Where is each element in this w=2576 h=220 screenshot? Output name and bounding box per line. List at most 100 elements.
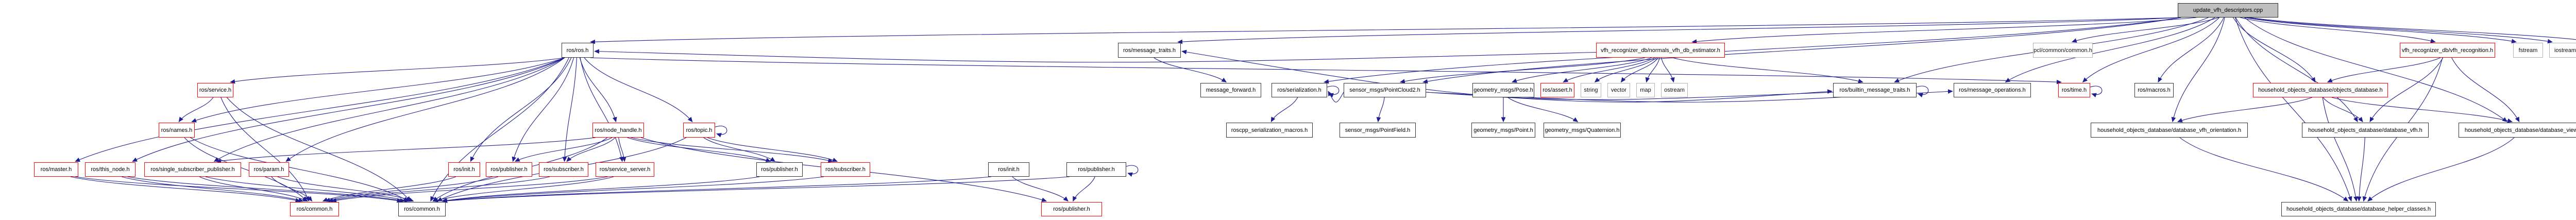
graph-node-pub_r2[interactable]: ros/publisher.h	[1041, 202, 1102, 216]
edge-vfh_recog-db_vfh	[2369, 57, 2444, 123]
graph-node-vector: vector	[1607, 83, 1630, 97]
edge-root-serialization	[1324, 17, 2181, 84]
graph-node-msg_forward[interactable]: message_forward.h	[1200, 83, 1261, 97]
graph-node-srv_server[interactable]: ros/service_server.h	[596, 162, 654, 177]
edge-ros_h-srv_server	[580, 57, 624, 162]
graph-node-vfh_recog[interactable]: vfh_recognizer_db/vfh_recognition.h	[2400, 43, 2495, 58]
edge-names-common_r	[184, 137, 308, 202]
graph-node-assert_h[interactable]: ros/assert.h	[1540, 83, 1574, 97]
edge-ros_h-topic	[584, 57, 693, 123]
graph-node-common_r[interactable]: ros/common.h	[290, 202, 339, 216]
graph-node-map: map	[1636, 83, 1655, 97]
edge-ros_h-pub_r1	[512, 57, 574, 162]
edge-srv_server-common_b	[433, 176, 614, 202]
edge-normals-ros_h	[594, 49, 1597, 63]
edge-normals-string	[1594, 57, 1657, 83]
edge-node_handle-ssp	[216, 137, 596, 163]
edge-root-objects_db	[2233, 17, 2316, 83]
edge-ros_h-service	[230, 57, 565, 84]
graph-node-init_r[interactable]: ros/init.h	[448, 162, 480, 177]
graph-node-msg_traits[interactable]: ros/message_traits.h	[1118, 43, 1181, 58]
graph-node-pointcloud2[interactable]: sensor_msgs/PointCloud2.h	[1344, 83, 1426, 97]
edge-master-common_r	[70, 176, 301, 202]
edge-objects_db-db_view	[2331, 97, 2513, 123]
edge-serialization-self-loop	[1327, 86, 1340, 98]
graph-node-ros_h[interactable]: ros/ros.h	[562, 43, 594, 58]
edge-objects_db-db_vfh_orient	[2177, 97, 2312, 123]
graph-node-db_vfh_orient[interactable]: household_objects_database/database_vfh_…	[2091, 123, 2248, 138]
edge-normals-assert_h	[1563, 57, 1655, 82]
edge-root-db_helper	[2235, 17, 2352, 202]
edge-names-common_b	[190, 137, 409, 201]
graph-node-sub_r1[interactable]: ros/subscriber.h	[539, 162, 588, 177]
graph-node-common_b[interactable]: ros/common.h	[398, 202, 446, 216]
graph-node-iostream: iostream	[2549, 43, 2576, 58]
graph-node-pub_r1[interactable]: ros/publisher.h	[486, 162, 532, 177]
graph-node-pub_b2[interactable]: ros/publisher.h	[1066, 162, 1126, 177]
graph-node-builtin_traits[interactable]: ros/builtin_message_traits.h	[1833, 83, 1917, 97]
edge-serialization-ser_macros	[1270, 97, 1298, 123]
graph-node-ostream: ostream	[1661, 83, 1688, 97]
edge-objects_db-db_vfh	[2323, 97, 2363, 123]
edge-ros_h-time_h	[590, 57, 2062, 84]
graph-node-ssp[interactable]: ros/single_subscriber_publisher.h	[144, 162, 241, 177]
edge-ros_h-ssp	[213, 57, 565, 162]
edge-this_node-common_r	[121, 176, 304, 202]
graph-node-msg_ops[interactable]: ros/message_operations.h	[1954, 83, 2031, 97]
edge-init_r-common_r	[322, 176, 456, 202]
edge-db_vfh-db_helper	[2357, 137, 2365, 202]
graph-node-objects_db[interactable]: household_objects_database/objects_datab…	[2253, 83, 2388, 97]
graph-node-topic[interactable]: ros/topic.h	[683, 123, 715, 138]
edge-root-db_vfh	[2235, 17, 2358, 123]
graph-node-serialization[interactable]: ros/serialization.h	[1272, 83, 1327, 97]
graph-node-pointfield[interactable]: sensor_msgs/PointField.h	[1340, 123, 1416, 138]
edge-normals-ostream	[1660, 57, 1675, 83]
edge-normals-builtin_traits	[1672, 57, 1863, 83]
edge-msg_traits-msg_forward	[1154, 57, 1227, 82]
edge-root-fstream	[2244, 17, 2517, 44]
edge-root-db_view	[2244, 17, 2507, 123]
edge-root-time_h	[2082, 17, 2220, 83]
edge-pub_r1-common_r	[325, 176, 499, 202]
edge-root-ros_h	[590, 17, 2181, 44]
graph-node-ser_macros[interactable]: roscpp_serialization_macros.h	[1226, 123, 1313, 138]
edge-ros_h-master	[75, 57, 565, 162]
graph-node-point[interactable]: geometry_msgs/Point.h	[1471, 123, 1535, 138]
edge-init_b-pub_r2	[1012, 176, 1069, 202]
graph-node-pub_b1[interactable]: ros/publisher.h	[756, 162, 803, 177]
graph-node-time_h[interactable]: ros/time.h	[2058, 83, 2090, 97]
edge-topic-sub_r2	[707, 137, 838, 162]
edge-ros_h-node_handle	[579, 57, 617, 123]
edge-root-msg_ops	[2005, 17, 2215, 82]
graph-node-root[interactable]: update_vfh_descriptors.cpp	[2178, 3, 2278, 18]
edge-vfh_recog-db_view	[2451, 57, 2520, 123]
edge-pub_b2-pub_r2	[1073, 176, 1095, 202]
graph-node-db_helper[interactable]: household_objects_database/database_help…	[2281, 202, 2436, 216]
graph-node-macros[interactable]: ros/macros.h	[2134, 83, 2174, 97]
edge-param-common_r	[271, 176, 313, 202]
graph-node-master[interactable]: ros/master.h	[34, 162, 78, 177]
edge-time_h-self-loop	[2090, 86, 2103, 98]
edge-root-db_vfh_orient	[2171, 17, 2225, 123]
graph-node-quaternion[interactable]: geometry_msgs/Quaternion.h	[1544, 123, 1621, 138]
graph-node-fstream: fstream	[2513, 43, 2543, 58]
graph-node-this_node[interactable]: ros/this_node.h	[85, 162, 135, 177]
graph-node-names[interactable]: ros/names.h	[159, 123, 195, 138]
graph-node-node_handle[interactable]: ros/node_handle.h	[592, 123, 644, 138]
graph-node-service[interactable]: ros/service.h	[197, 83, 233, 97]
edge-pub_b2-common_b	[442, 176, 1070, 204]
graph-node-sub_r2[interactable]: ros/subscriber.h	[821, 162, 870, 177]
edge-root-normals	[1691, 17, 2197, 44]
graph-node-init_b[interactable]: ros/init.h	[988, 162, 1029, 177]
graph-node-db_vfh[interactable]: household_objects_database/database_vfh.…	[2302, 123, 2429, 138]
edge-normals-vector	[1620, 57, 1658, 83]
edge-ros_h-this_node	[132, 57, 565, 162]
edge-master-common_b	[75, 176, 402, 203]
graph-node-pose[interactable]: geometry_msgs/Pose.h	[1472, 83, 1534, 97]
graph-node-normals[interactable]: vfh_recognizer_db/normals_vfh_db_estimat…	[1596, 43, 1725, 58]
graph-node-param[interactable]: ros/param.h	[249, 162, 289, 177]
edge-this_node-common_b	[127, 176, 405, 203]
graph-node-db_view[interactable]: household_objects_database/database_view…	[2459, 123, 2576, 138]
edge-node_handle-srv_server	[618, 137, 626, 162]
edge-ros_h-param	[285, 57, 565, 162]
